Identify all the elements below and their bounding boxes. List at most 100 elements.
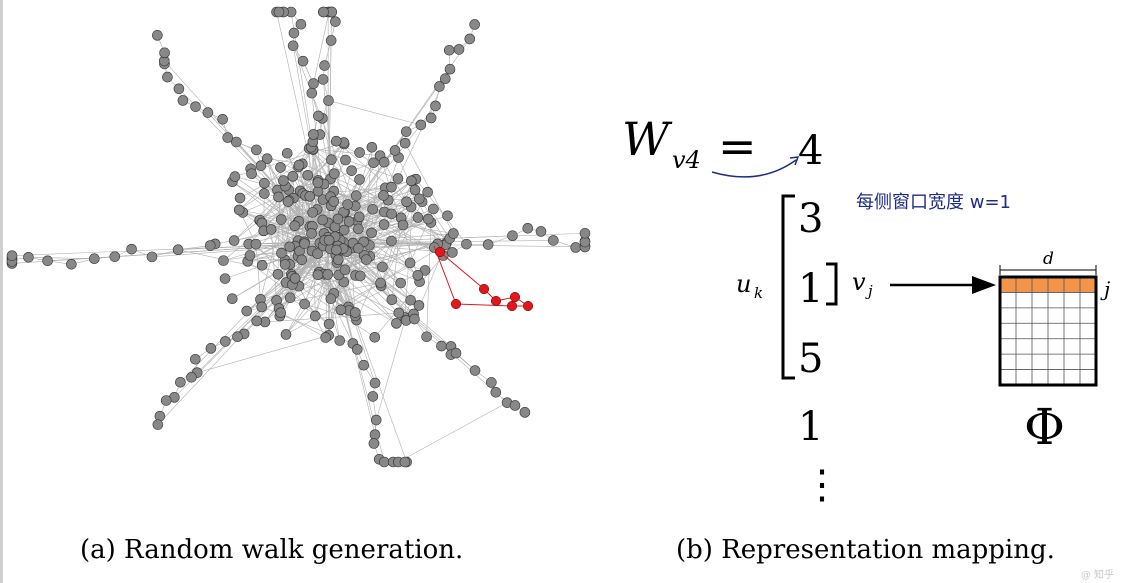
graph-node [378,219,390,230]
graph-node [190,101,201,112]
mapping-arrowhead [972,276,996,294]
graph-node [453,44,465,55]
graph-node [353,211,365,223]
sequence-item-5: 1 [798,404,823,450]
graph-node [172,244,184,255]
graph-node [354,147,365,158]
graph-node [579,227,591,239]
graph-node [89,253,100,264]
graph-node [320,332,331,343]
graph-node [244,250,256,261]
graph-edge [307,142,345,176]
graph-edge [346,180,412,252]
graph-node [222,132,234,143]
graph-node [326,154,337,165]
graph-node [548,235,559,246]
graph-edge [264,312,399,323]
graph-node [391,318,402,329]
graph-node [323,95,334,106]
graph-node [386,208,397,220]
graph-node [370,414,382,426]
graph-edge [285,269,346,335]
graph-edge [304,303,357,321]
graph-edge [276,11,329,244]
graph-node [419,265,431,276]
walk-subscript: v4 [672,146,701,174]
graph-node [251,315,262,327]
graph-node [275,214,287,225]
graph-edge [313,11,330,84]
graph-node [392,173,404,184]
graph-node [6,250,18,261]
graph-edge [284,259,397,324]
graph-node [340,154,351,166]
graph-node [393,307,405,319]
graph-edge [398,402,508,463]
matrix-border [998,275,1098,387]
graph-node [450,347,462,359]
graph-edge [356,240,392,321]
graph-node [386,181,397,193]
graph-node [350,190,362,202]
graph-node [299,238,310,249]
graph-edge [197,335,329,373]
walk-node [490,295,502,307]
graph-node [358,359,370,371]
caption-b: (b) Representation mapping. [676,535,1055,565]
sequence-item-1: 4 [798,128,823,174]
vj-subscript: j [865,282,873,300]
graph-node [330,16,341,27]
graph-edge [311,149,314,234]
graph-edge [264,193,329,275]
graph-node [228,235,240,246]
graph-node [312,177,324,188]
graph-node [346,165,357,176]
graph-node [447,247,458,258]
graph-node [519,407,531,418]
graph-node [317,214,328,226]
graph-node [281,147,293,159]
graph-node [272,268,284,280]
graph-node [397,219,409,231]
target-bracket [826,262,838,306]
graph-node [425,112,437,124]
graph-node [219,273,231,284]
uk-label: u [736,270,751,298]
embedding-matrix [998,275,1098,387]
graph-node [293,159,305,171]
graph-node [361,254,372,265]
graph-node [367,391,379,402]
graph-edge [263,195,384,232]
graph-node [434,81,445,92]
graph-node [241,305,253,317]
graph-node [378,156,390,168]
graph-node [276,247,287,259]
graph-node [412,270,424,281]
sequence-item-4: 5 [798,336,823,382]
graph-node [302,169,314,181]
graph-edge [151,246,290,258]
graph-node [299,298,310,310]
graph-edge [28,257,95,259]
graph-node [409,313,420,325]
sequence-ellipsis: ⋮ [802,462,842,508]
graph-node [366,141,378,153]
equals-sign: = [718,119,757,173]
sequence-item-2: 3 [798,196,823,242]
graph-node [177,95,189,106]
graph-node [415,119,427,131]
graph-node [265,224,277,235]
graph-node [220,336,231,347]
graph-node [259,188,270,199]
graph-edge [333,189,416,294]
window-width-annotation: 每侧窗口宽度 w=1 [856,192,1011,213]
graph-node [399,137,411,149]
graph-node [152,419,164,430]
graph-node [331,244,342,256]
graph-node [409,184,421,196]
representation-mapping-diagram: W v4 = 4 3 1 5 1 ⋮ 每侧窗口宽度 w=1 u k v j d … [622,112,1110,508]
graph-node [343,216,355,227]
graph-node [175,377,186,388]
graph-edge [233,220,260,241]
graph-edge [344,269,356,313]
